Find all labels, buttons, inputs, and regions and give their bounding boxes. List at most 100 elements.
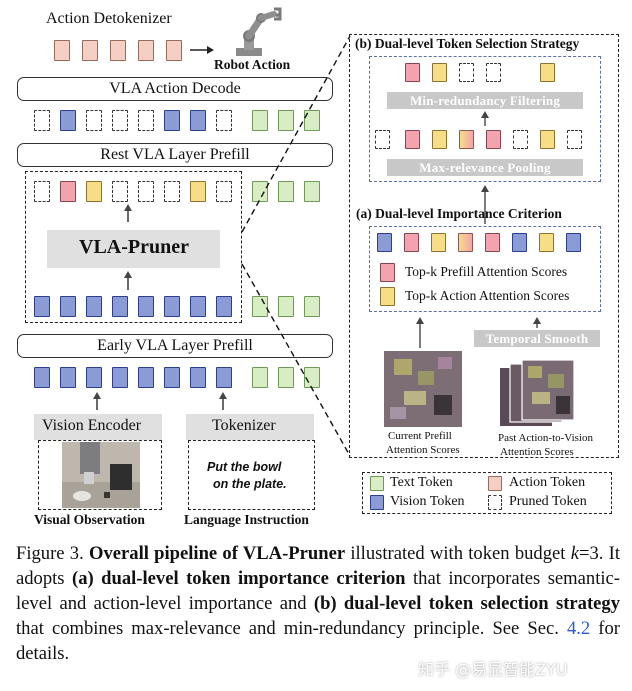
legend-text-token-label: Text Token <box>390 475 453 490</box>
instruction-line-1: Put the bowl <box>207 460 282 474</box>
caption-part-b: (b) dual-level token selection strategy <box>313 593 620 614</box>
vision-token <box>112 296 128 317</box>
temporal-smooth-label: Temporal Smooth <box>474 330 600 347</box>
text-token <box>278 110 294 131</box>
vision-token <box>60 110 76 131</box>
vision-encoder-box <box>34 414 162 440</box>
selected-token-pink <box>60 181 76 202</box>
pruned-token <box>138 181 154 202</box>
selected-token-pink <box>404 233 419 252</box>
caption-text-5: for details. <box>16 618 620 664</box>
vision-token <box>138 296 154 317</box>
vision-token <box>216 367 232 388</box>
pruned-token <box>112 110 128 131</box>
vision-token <box>512 233 527 252</box>
pruned-token <box>34 181 50 202</box>
text-token <box>304 110 320 131</box>
legend-pruned-token-swatch <box>488 495 502 510</box>
selected-token-yellow <box>86 181 102 202</box>
visual-observation-label: Visual Observation <box>34 512 145 527</box>
vla-pruner-box <box>47 230 220 268</box>
vision-token <box>112 367 128 388</box>
action-token <box>166 40 182 61</box>
selected-token-pink <box>485 233 500 252</box>
action-token <box>82 40 98 61</box>
legend-box <box>362 472 612 514</box>
selected-token-pink <box>486 130 501 149</box>
text-token <box>278 367 294 388</box>
text-token <box>304 181 320 202</box>
instruction-line-2: on the plate. <box>213 477 287 491</box>
legend-action-token-swatch <box>488 476 502 491</box>
vision-token <box>34 367 50 388</box>
legend-vision-token-label: Vision Token <box>390 494 465 509</box>
legend-vision-token-swatch <box>370 495 384 510</box>
robot-action-label: Robot Action <box>214 57 291 72</box>
current-prefill-heatmap <box>384 351 462 427</box>
caption-text-4: that combines max-relevance and min-redu… <box>16 618 567 639</box>
early-vla-layer-prefill-bar: Early VLA Layer Prefill <box>17 334 333 358</box>
pruned-token <box>486 63 501 82</box>
instruction-frame <box>188 440 315 510</box>
selected-token-yellow <box>432 63 447 82</box>
panel-a-title: (a) Dual-level Importance Criterion <box>356 206 562 221</box>
action-detokenizer-label: Action Detokenizer <box>46 10 172 27</box>
pruned-token <box>164 181 180 202</box>
past-action-line-1: Past Action-to-Vision <box>498 432 593 444</box>
selected-token-pink <box>405 130 420 149</box>
detail-panel <box>349 34 619 458</box>
pruned-token <box>34 110 50 131</box>
vision-token <box>164 296 180 317</box>
vision-encoder-label: Vision Encoder <box>42 417 142 434</box>
selected-token-pink <box>405 63 420 82</box>
caption-fig-number: Figure 3. <box>16 543 84 564</box>
selected-token-yellow <box>540 130 555 149</box>
vision-token <box>164 367 180 388</box>
text-token <box>252 110 268 131</box>
vision-token <box>86 296 102 317</box>
pruned-token <box>138 110 154 131</box>
caption-section-link[interactable]: 4.2 <box>566 618 591 639</box>
pruned-token <box>216 181 232 202</box>
vla-pruner-label: VLA-Pruner <box>79 236 189 258</box>
pruned-token <box>216 110 232 131</box>
text-token <box>252 367 268 388</box>
prefill-score-swatch <box>380 263 395 282</box>
watermark: 知乎 @易显智能ZYU <box>418 660 568 679</box>
topk-action-label: Top-k Action Attention Scores <box>405 288 570 303</box>
pruned-token <box>112 181 128 202</box>
selected-token-yellow <box>540 63 555 82</box>
vision-token <box>190 110 206 131</box>
min-redundancy-filtering-label: Min-redundancy Filtering <box>387 92 583 109</box>
vision-token <box>138 367 154 388</box>
caption-text-1: illustrated with token budget <box>345 543 571 564</box>
text-token <box>278 181 294 202</box>
pruned-token <box>567 130 582 149</box>
vision-token <box>164 110 180 131</box>
pruned-token <box>513 130 528 149</box>
caption-title: Overall pipeline of VLA-Pruner <box>89 543 346 564</box>
legend-action-token-label: Action Token <box>509 475 586 490</box>
panel-b-title: (b) Dual-level Token Selection Strategy <box>355 36 580 51</box>
legend-pruned-token-label: Pruned Token <box>509 494 587 509</box>
selected-token-yellow <box>190 181 206 202</box>
pruned-token <box>375 130 390 149</box>
vision-token <box>86 367 102 388</box>
past-action-heatmap-stack <box>500 359 575 426</box>
action-token <box>138 40 154 61</box>
current-prefill-line-2: Attention Scores <box>386 444 460 456</box>
caption-text-3: that incorporates semantic-level and act… <box>16 568 620 614</box>
action-token <box>54 40 70 61</box>
importance-criterion-box <box>369 226 601 312</box>
past-action-line-2: Attention Scores <box>500 446 574 458</box>
selected-token-yellow <box>431 233 446 252</box>
selected-token-yellow <box>432 130 447 149</box>
selected-token-yellow <box>539 233 554 252</box>
language-instruction-label: Language Instruction <box>184 512 309 527</box>
figure-caption: Figure 3. Overall pipeline of VLA-Pruner… <box>16 541 620 666</box>
caption-part-a: (a) dual-level token importance criterio… <box>72 568 406 589</box>
